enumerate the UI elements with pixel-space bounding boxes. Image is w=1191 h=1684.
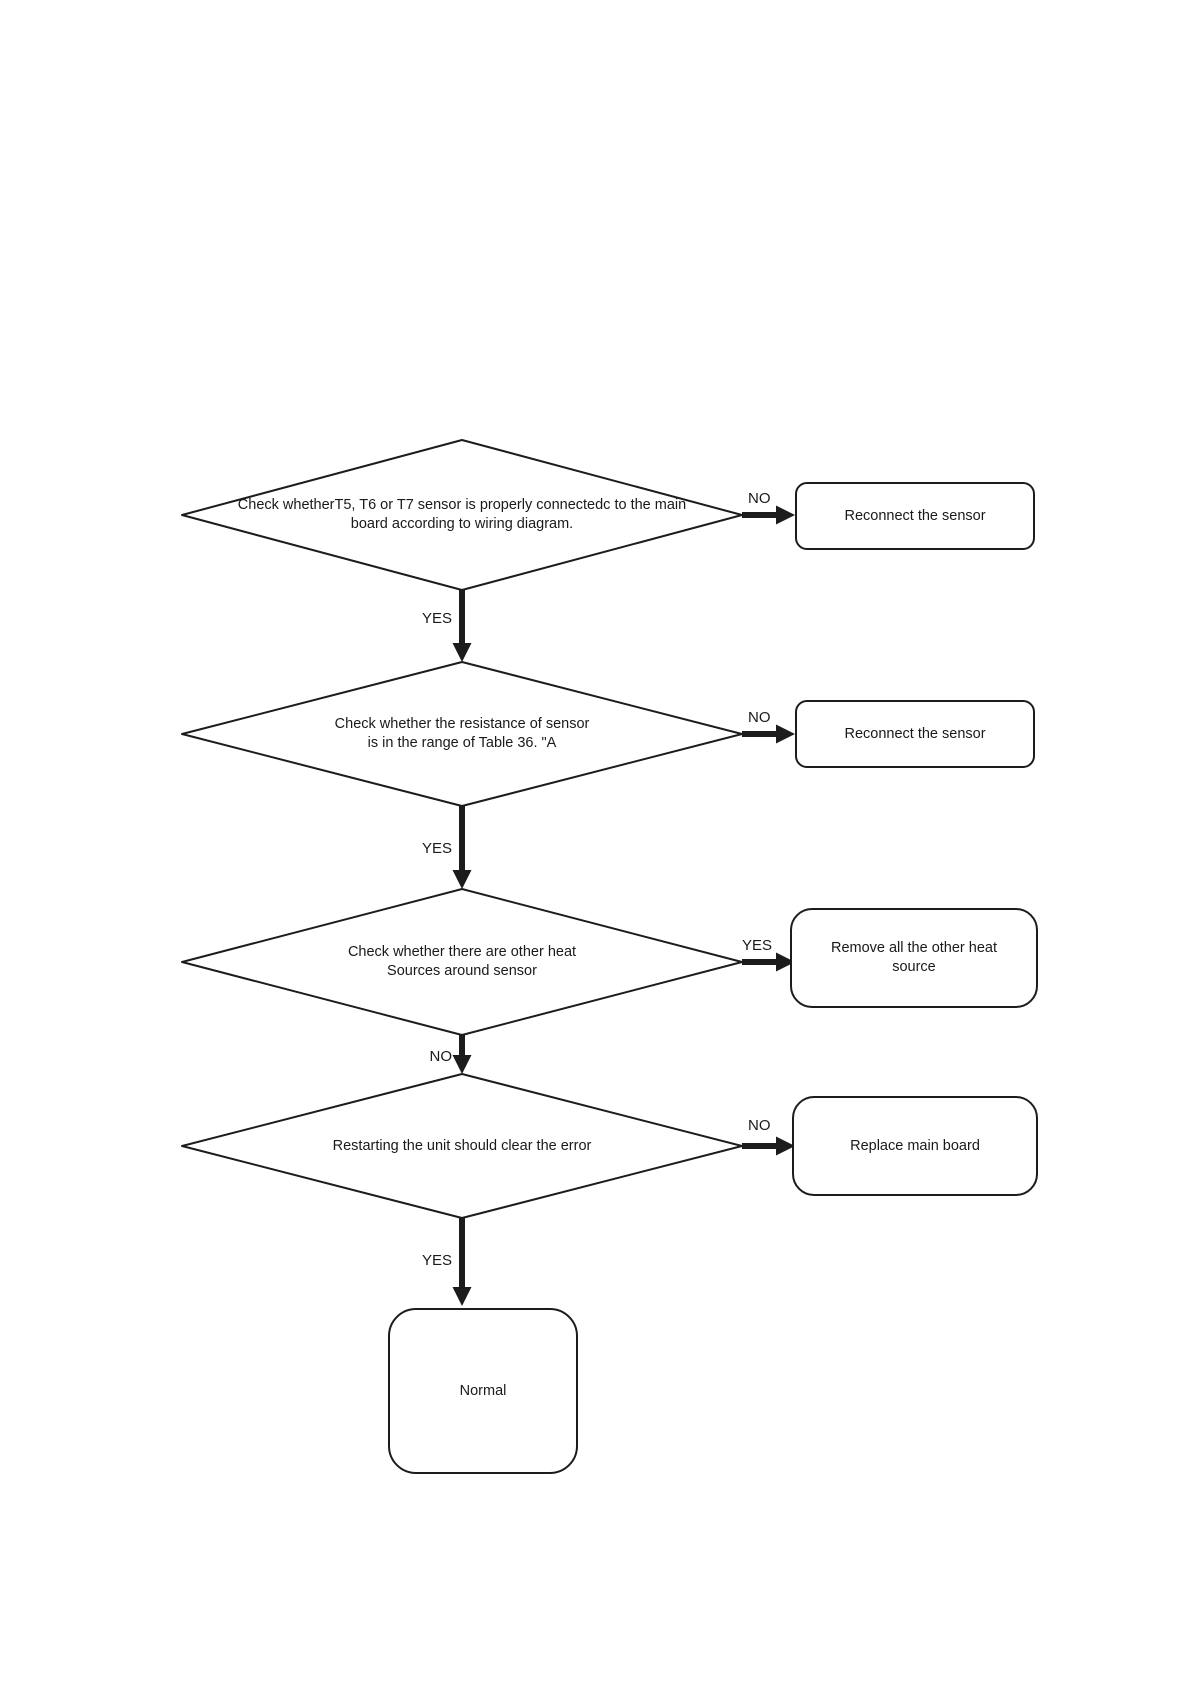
decision-2-line-2: is in the range of Table 36. "A xyxy=(367,735,557,751)
edge-label-no-4: NO xyxy=(748,1117,771,1134)
decision-4-line-1: Restarting the unit should clear the err… xyxy=(332,1138,592,1154)
decision-1-line-1: Check whetherT5, T6 or T7 sensor is prop… xyxy=(237,497,687,513)
action-box-replace-main-board: Replace main board xyxy=(792,1096,1038,1196)
action-1-label: Reconnect the sensor xyxy=(844,507,986,524)
decision-1-text: Check whetherT5, T6 or T7 sensor is prop… xyxy=(202,496,722,534)
action-3-line-2: source xyxy=(892,959,936,975)
decision-2-text: Check whether the resistance of sensor i… xyxy=(202,715,722,753)
decision-2-line-1: Check whether the resistance of sensor xyxy=(334,716,590,732)
action-4-label: Replace main board xyxy=(850,1137,980,1154)
edge-label-yes-4: YES xyxy=(421,1252,452,1269)
action-box-remove-heat-source: Remove all the other heat source xyxy=(790,908,1038,1008)
decision-3-text: Check whether there are other heat Sourc… xyxy=(202,943,722,981)
decision-3-line-2: Sources around sensor xyxy=(387,963,537,979)
terminal-label: Normal xyxy=(459,1382,507,1399)
decision-1-line-2: board according to wiring diagram. xyxy=(350,516,574,532)
action-box-reconnect-sensor-2: Reconnect the sensor xyxy=(795,700,1035,768)
edge-label-yes-1: YES xyxy=(421,610,452,627)
action-box-reconnect-sensor-1: Reconnect the sensor xyxy=(795,482,1035,550)
edge-label-yes-3: YES xyxy=(742,937,773,954)
edge-label-yes-2: YES xyxy=(421,840,452,857)
edge-label-no-1: NO xyxy=(748,490,771,507)
terminal-box-normal: Normal xyxy=(388,1308,578,1474)
decision-4-text: Restarting the unit should clear the err… xyxy=(202,1137,722,1156)
action-2-label: Reconnect the sensor xyxy=(844,725,986,742)
edge-label-no-3: NO xyxy=(429,1048,453,1065)
action-3-line-1: Remove all the other heat xyxy=(830,940,998,956)
decision-3-line-1: Check whether there are other heat xyxy=(347,944,577,960)
edge-label-no-2: NO xyxy=(748,709,771,726)
